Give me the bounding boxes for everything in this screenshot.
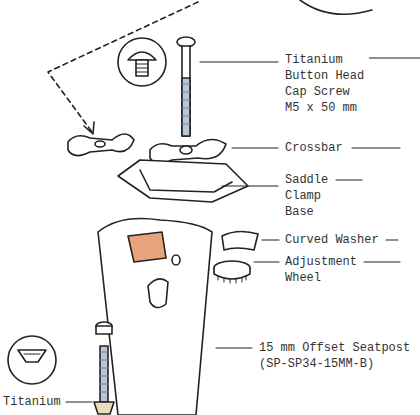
bottom-bolt [100, 346, 108, 402]
part-label: Saddle Clamp Base [284, 172, 333, 220]
crossbar-shape [68, 134, 134, 156]
part-label: Titanium Button Head Cap Screw M5 x 50 m… [284, 52, 369, 116]
detail-icon [8, 336, 56, 384]
part-label: Curved Washer [284, 232, 380, 248]
screw-shank-icon [136, 60, 148, 76]
part-label: 15 mm Offset Seatpost (SP-SP34-15MM-B) [258, 340, 415, 372]
guide-arrowhead [84, 122, 94, 134]
screw-shank [182, 46, 190, 136]
crossbar-shape [150, 139, 226, 163]
seatpost-slot [148, 279, 168, 308]
button-head-icon [128, 52, 156, 60]
seatpost [98, 219, 212, 415]
seatpost-window [128, 232, 166, 262]
bolt-head [94, 402, 114, 414]
screw-thread [182, 78, 190, 136]
part-label: Crossbar [284, 140, 344, 156]
saddle-clamp-base [118, 160, 248, 202]
leader-line [216, 347, 252, 348]
dashed-guide [48, 2, 198, 132]
part-label: Titanium [2, 394, 62, 410]
part-label: Adjustment Wheel [284, 254, 362, 286]
outline-curve [300, 0, 372, 14]
curved-washer [222, 231, 258, 250]
detail-icon [118, 38, 166, 86]
leader-line [66, 401, 92, 402]
